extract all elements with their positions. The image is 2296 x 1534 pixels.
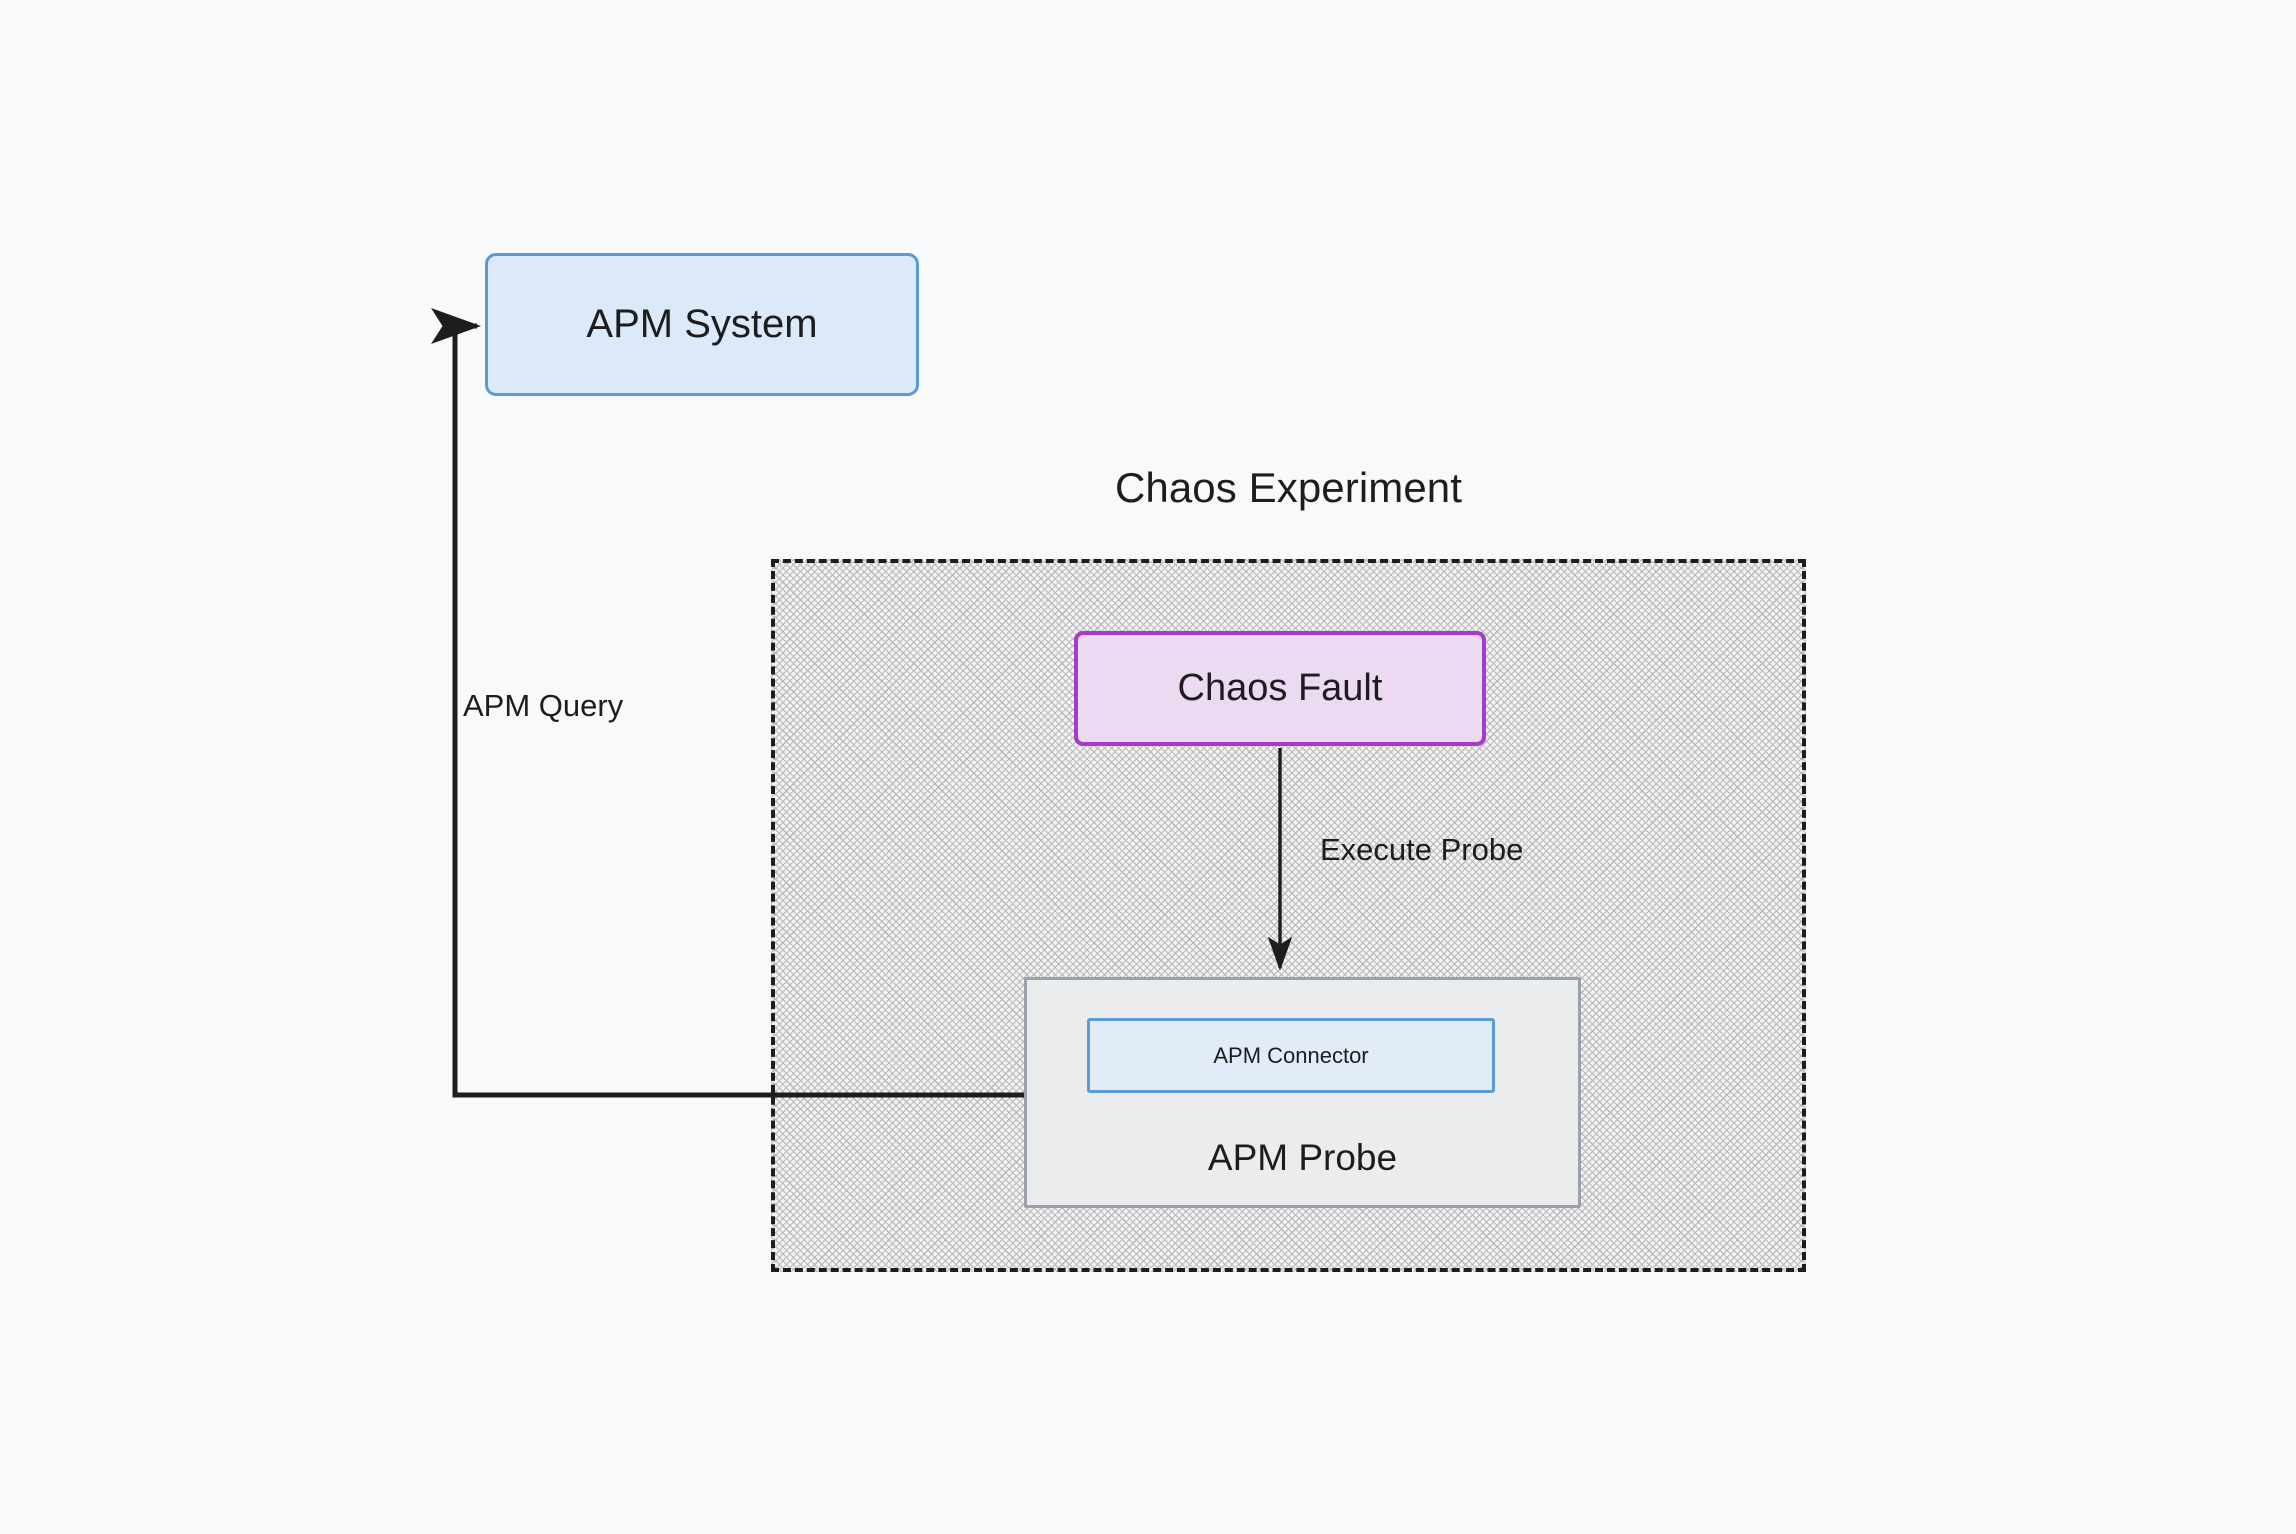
node-apm-system[interactable]: APM System: [485, 253, 919, 396]
node-apm-connector[interactable]: APM Connector: [1087, 1018, 1495, 1093]
node-chaos-fault[interactable]: Chaos Fault: [1074, 631, 1486, 746]
chaos-experiment-title: Chaos Experiment: [1114, 464, 1463, 511]
edge-label-apm-query: APM Query: [463, 688, 624, 723]
node-apm-probe-label: APM Probe: [1207, 1137, 1398, 1178]
edge-label-execute-probe: Execute Probe: [1320, 832, 1524, 867]
node-apm-probe[interactable]: APM Connector APM Probe: [1024, 977, 1581, 1208]
